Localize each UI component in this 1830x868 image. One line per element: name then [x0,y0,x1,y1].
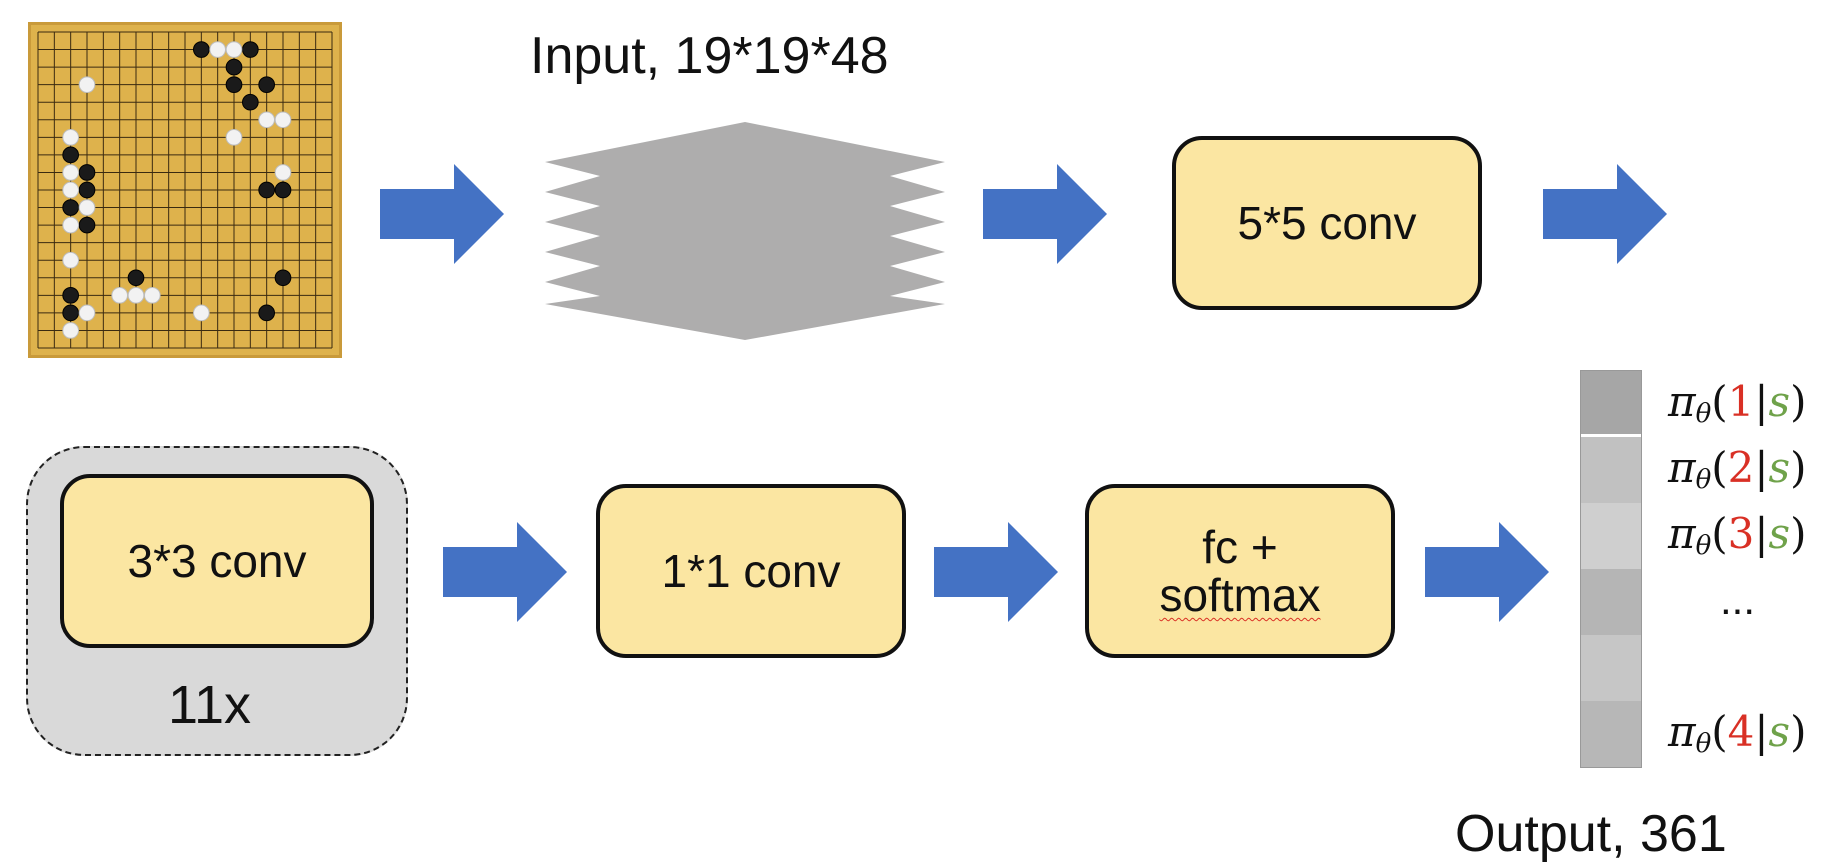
conv5x5-label: 5*5 conv [1237,196,1417,249]
black-stone [225,58,243,76]
white-stone [78,304,96,322]
white-stone [62,164,80,181]
probability-label: πθ(1|s) [1668,377,1807,429]
conv3x3-block: 3*3 conv [60,474,374,648]
tensor-shape [545,122,945,340]
arrow-right-icon [934,522,1058,622]
white-stone [274,164,292,181]
output-cell [1581,635,1641,701]
white-stone [62,128,80,146]
conv1x1-block: 1*1 conv [596,484,906,658]
output-cell [1581,503,1641,569]
white-stone [62,181,80,199]
input-caption: Input, 19*19*48 [530,27,889,85]
black-stone [258,181,276,199]
conv5x5-block: 5*5 conv [1172,136,1482,310]
white-stone [209,41,227,58]
softmax-label: softmax [1159,569,1321,621]
black-stone [62,199,80,216]
black-stone [78,181,96,199]
fc-softmax-block: fc + softmax [1085,484,1395,658]
repeat-count: 11x [168,675,252,735]
black-stone [258,304,276,322]
fc-label: fc + [1202,520,1278,573]
white-stone [78,199,96,216]
arrow-right-icon [983,164,1107,264]
black-stone [78,216,96,234]
white-stone [111,286,129,304]
arrow-right-icon [380,164,504,264]
arrow-right-icon [1425,522,1549,622]
output-cell [1581,437,1641,503]
white-stone [192,304,210,322]
black-stone [127,269,145,287]
black-stone [62,146,80,164]
white-stone [225,128,243,146]
arrow-right-icon [443,522,567,622]
black-stone [62,286,80,304]
arrow-right-icon [1543,164,1667,264]
black-stone [274,269,292,287]
input-tensor-stack [545,122,945,340]
white-stone [62,216,80,234]
black-stone [192,41,210,58]
white-stone [62,251,80,269]
output-cell [1581,701,1641,767]
probability-label: πθ(2|s) [1668,443,1807,495]
black-stone [274,181,292,199]
ellipsis-label: ... [1720,576,1756,623]
white-stone [225,41,243,58]
output-cell [1581,371,1641,437]
white-stone [127,286,145,304]
white-stone [258,111,276,129]
black-stone [258,76,276,94]
white-stone [143,286,161,304]
output-cell [1581,569,1641,635]
go-board [28,22,342,358]
black-stone [225,76,243,94]
black-stone [62,304,80,322]
conv3x3-label: 3*3 conv [127,534,307,587]
white-stone [78,76,96,94]
output-caption: Output, 361 [1455,805,1727,863]
conv1x1-label: 1*1 conv [661,544,841,597]
black-stone [78,164,96,181]
probability-label: πθ(4|s) [1668,707,1807,759]
output-vector [1580,370,1642,768]
black-stone [241,41,259,58]
output-labels: πθ(1|s) πθ(2|s) πθ(3|s) πθ(4|s)... [1668,370,1830,768]
probability-label: πθ(3|s) [1668,509,1807,561]
black-stone [241,93,259,111]
white-stone [62,322,80,339]
white-stone [274,111,292,129]
